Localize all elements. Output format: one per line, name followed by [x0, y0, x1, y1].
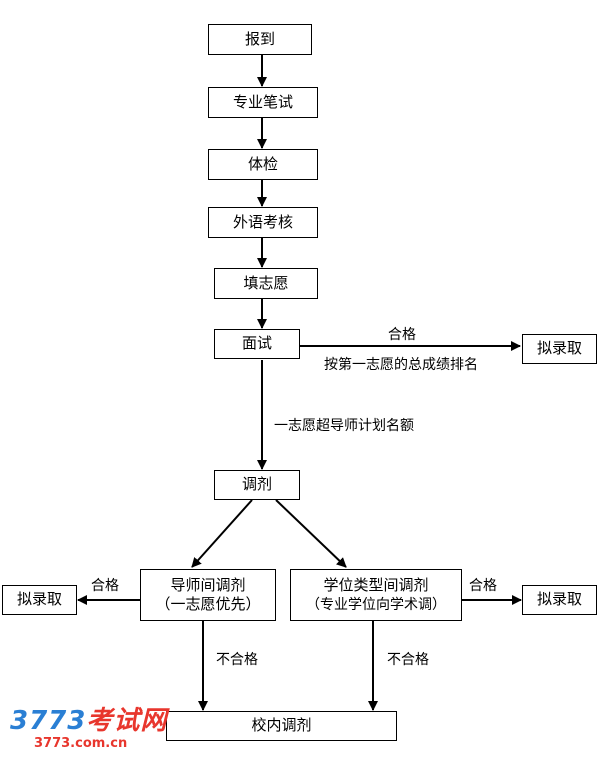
node-written-exam: 专业笔试: [208, 87, 318, 118]
label-fail-right: 不合格: [387, 652, 429, 668]
mentor-adjust-line1: 导师间调剂: [170, 575, 246, 594]
watermark-logo: 3773考试网 3773.com.cn: [10, 708, 167, 751]
label-pass-top: 合格: [388, 327, 416, 343]
label-pass-right: 合格: [469, 578, 497, 594]
node-mentor-adjust: 导师间调剂 （一志愿优先）: [140, 569, 276, 621]
degree-adjust-line1: 学位类型间调剂: [323, 576, 429, 595]
watermark-cn: 考试网: [86, 706, 168, 736]
node-campus-adjust: 校内调剂: [166, 711, 397, 741]
node-language-exam: 外语考核: [208, 207, 318, 238]
mentor-adjust-line2: （一志愿优先）: [155, 595, 261, 613]
watermark-num: 3773: [10, 706, 87, 736]
node-adjust: 调剂: [214, 470, 300, 500]
node-interview: 面试: [214, 329, 300, 359]
label-over-quota: 一志愿超导师计划名额: [274, 418, 414, 434]
node-admit-top: 拟录取: [522, 334, 597, 364]
label-pass-left: 合格: [91, 578, 119, 594]
node-degree-adjust: 学位类型间调剂 （专业学位向学术调）: [290, 569, 462, 621]
label-fail-left: 不合格: [216, 652, 258, 668]
watermark-url: 3773.com.cn: [34, 736, 128, 751]
node-report: 报到: [208, 24, 312, 55]
node-physical-exam: 体检: [208, 149, 318, 180]
label-rank-note: 按第一志愿的总成绩排名: [324, 357, 478, 373]
node-fill-wish: 填志愿: [214, 268, 318, 299]
node-admit-left: 拟录取: [2, 585, 77, 615]
arrow-adjust-to-mentor: [191, 499, 253, 568]
node-admit-right: 拟录取: [522, 585, 597, 615]
arrow-adjust-to-degree: [275, 499, 347, 568]
degree-adjust-line2: （专业学位向学术调）: [306, 596, 446, 613]
